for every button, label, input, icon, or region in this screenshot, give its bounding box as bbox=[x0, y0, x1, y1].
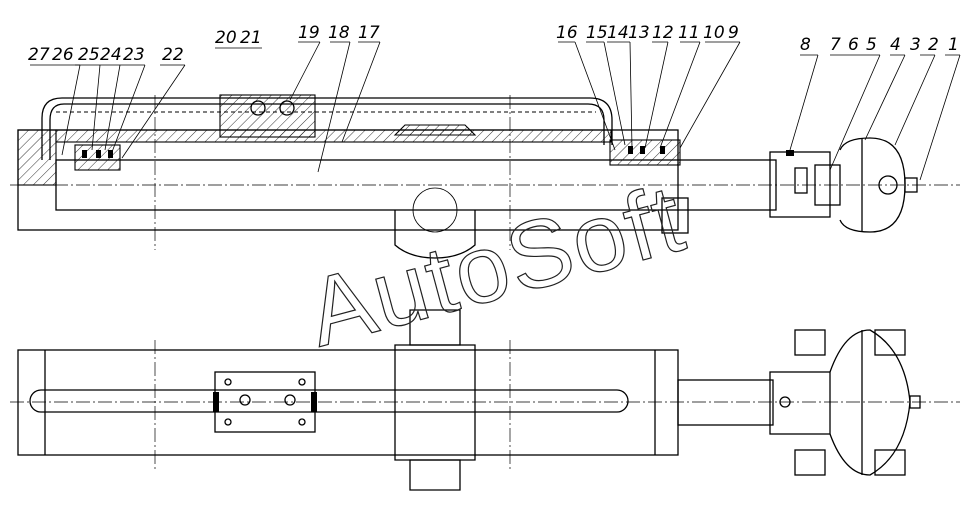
callout-1: 1 bbox=[948, 35, 959, 55]
callout-13: 13 bbox=[628, 23, 650, 43]
spherical-head-plan bbox=[829, 329, 911, 476]
callout-8: 8 bbox=[800, 35, 811, 55]
rod-end bbox=[769, 151, 831, 218]
callout-20: 20 bbox=[215, 28, 237, 48]
trunnion-plan bbox=[394, 344, 476, 461]
callout-4: 4 bbox=[890, 35, 901, 55]
callout-17: 17 bbox=[358, 23, 380, 43]
cylinder-body-plan bbox=[17, 349, 679, 456]
port-block-section bbox=[219, 94, 316, 138]
callout-leaders bbox=[30, 41, 961, 181]
callout-12: 12 bbox=[652, 23, 674, 43]
oil-tube-plan bbox=[29, 389, 629, 413]
callout-26: 26 bbox=[52, 45, 74, 65]
watermark: AutoSoft bbox=[297, 164, 696, 367]
callout-3: 3 bbox=[910, 35, 921, 55]
callout-18: 18 bbox=[328, 23, 350, 43]
callout-21: 21 bbox=[240, 28, 262, 48]
callout-27: 27 bbox=[28, 45, 50, 65]
callout-22: 22 bbox=[162, 45, 184, 65]
oil-tube bbox=[41, 97, 613, 160]
barrel-wall-section bbox=[55, 129, 612, 143]
callout-11: 11 bbox=[678, 23, 700, 43]
callout-5: 5 bbox=[866, 35, 877, 55]
plan-view bbox=[10, 309, 960, 491]
callout-7: 7 bbox=[830, 35, 841, 55]
trunnion bbox=[394, 210, 476, 259]
callout-15: 15 bbox=[586, 23, 608, 43]
piston-rod bbox=[55, 159, 777, 211]
callout-10: 10 bbox=[703, 23, 725, 43]
callout-23: 23 bbox=[123, 45, 145, 65]
callout-6: 6 bbox=[848, 35, 859, 55]
callout-labels: 27 26 25 24 23 22 20 21 19 18 17 16 15 1… bbox=[28, 23, 959, 65]
callout-24: 24 bbox=[100, 45, 122, 65]
section-view bbox=[10, 94, 960, 259]
callout-19: 19 bbox=[298, 23, 320, 43]
callout-2: 2 bbox=[928, 35, 939, 55]
callout-14: 14 bbox=[607, 23, 629, 43]
callout-16: 16 bbox=[556, 23, 578, 43]
callout-9: 9 bbox=[728, 23, 739, 43]
callout-25: 25 bbox=[78, 45, 100, 65]
